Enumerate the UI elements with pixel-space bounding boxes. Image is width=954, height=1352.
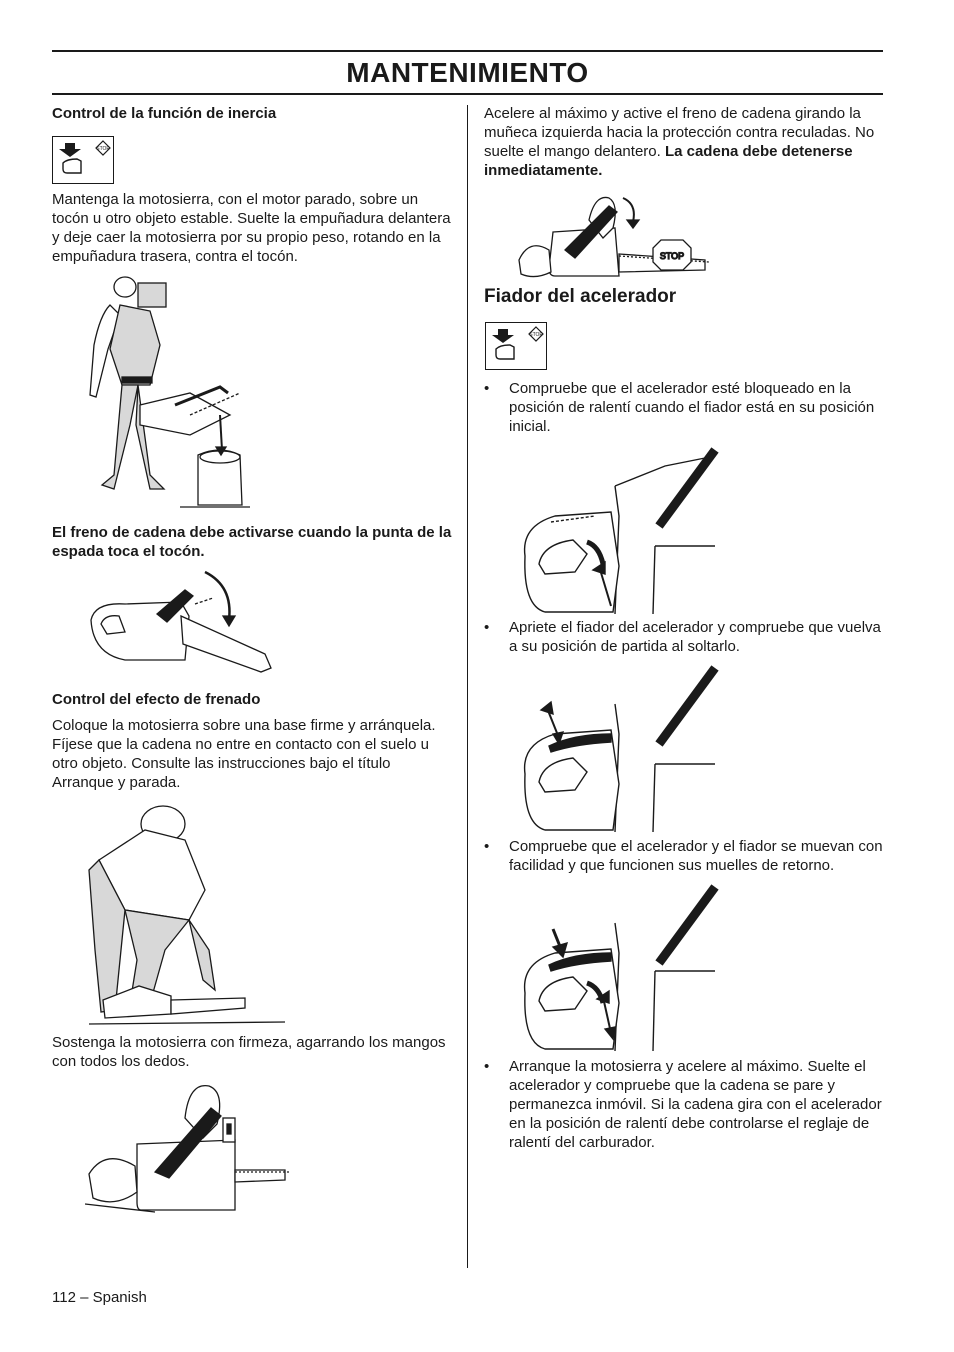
bullet-text: Apriete el fiador del acelerador y compr… <box>509 619 881 655</box>
bullet-text: Compruebe que el acelerador y el fiador … <box>509 838 883 874</box>
maintenance-stop-icon: STOP <box>52 136 114 184</box>
paragraph-accelerate-brake-normal: Acelere al máximo y active el freno de c… <box>484 105 875 160</box>
illustration-inertia-test <box>80 275 260 515</box>
svg-text:STOP: STOP <box>96 146 110 152</box>
bullet-text: Compruebe que el acelerador esté bloquea… <box>509 380 875 435</box>
bullet-dot: • <box>484 838 490 855</box>
paragraph-braking-effect: Coloque la motosierra sobre una base fir… <box>52 717 436 791</box>
illustration-throttle-lockout-press <box>515 664 720 834</box>
bullet-dot: • <box>484 1058 490 1075</box>
paragraph-grip: Sostenga la motosierra con firmeza, agar… <box>52 1034 446 1070</box>
throttle-stop-icon: STOP <box>485 322 547 370</box>
heading-throttle-lockout: Fiador del acelerador <box>484 286 677 307</box>
illustration-start-chainsaw <box>85 800 285 1030</box>
header-rule-top <box>52 50 883 52</box>
page-footer: 112 – Spanish <box>52 1289 147 1306</box>
heading-braking-effect: Control del efecto de frenado <box>52 691 261 708</box>
paragraph-accelerate-brake-bold: La cadena debe detenerse inmediatamente. <box>484 143 853 179</box>
illustration-chain-stop: STOP <box>515 188 710 280</box>
paragraph-inertia: Mantenga la motosierra, con el motor par… <box>52 191 451 265</box>
illustration-throttle-locked <box>515 446 720 616</box>
page-title: MANTENIMIENTO <box>346 57 589 88</box>
paragraph-brake-activation: El freno de cadena debe activarse cuando… <box>52 524 452 560</box>
column-divider <box>467 105 468 1268</box>
illustration-hand-grip <box>85 1078 290 1218</box>
svg-text:STOP: STOP <box>529 332 543 338</box>
bullet-dot: • <box>484 619 490 636</box>
heading-inertia-control: Control de la función de inercia <box>52 105 277 122</box>
illustration-chainsaw-brake-arrow <box>85 568 275 686</box>
svg-text:STOP: STOP <box>660 251 684 261</box>
bullet-dot: • <box>484 380 490 397</box>
paragraph-accelerate-brake: Acelere al máximo y active el freno de c… <box>484 104 884 180</box>
illustration-throttle-springs <box>515 883 720 1053</box>
bullet-text: Arranque la motosierra y acelere al máxi… <box>509 1058 882 1151</box>
header-rule-bottom <box>52 93 883 95</box>
